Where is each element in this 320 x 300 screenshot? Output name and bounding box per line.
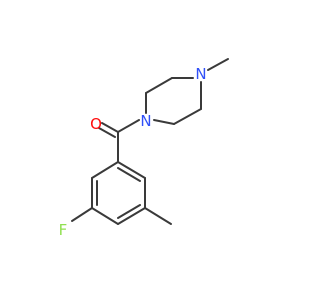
- bond-ring-c3-c4: [173, 108, 202, 125]
- bond-aromatic-inner-a: [117, 167, 141, 182]
- bond-n-methyl: [207, 58, 229, 71]
- bond-carbonyl-double-b: [98, 127, 116, 138]
- bonds-layer: [71, 58, 229, 225]
- molecule-structure-diagram: O N N F: [59, 58, 229, 239]
- bond-ring-c4-c3: [91, 207, 119, 225]
- bond-aryl-fluorine: [71, 207, 93, 222]
- atom-label-oxygen: O: [90, 115, 102, 133]
- atom-labels-layer: O N N F: [59, 65, 207, 239]
- bond-aromatic-inner-b: [117, 204, 141, 219]
- atom-label-nitrogen-amide: N: [140, 112, 151, 130]
- bond-ring-c2-c1: [91, 161, 119, 179]
- bond-carbonyl-double-a: [101, 122, 119, 133]
- bond-ring-c1-c6: [117, 161, 146, 179]
- bond-ring-c1-c2: [145, 77, 173, 94]
- bond-ring-c4-n1: [153, 119, 175, 125]
- atom-label-nitrogen-methyl: N: [195, 65, 206, 83]
- atom-label-fluorine: F: [59, 221, 68, 239]
- bond-ring-c5-c4: [117, 207, 146, 225]
- bond-carbonyl-n: [117, 119, 140, 133]
- bond-aryl-methyl: [144, 207, 172, 225]
